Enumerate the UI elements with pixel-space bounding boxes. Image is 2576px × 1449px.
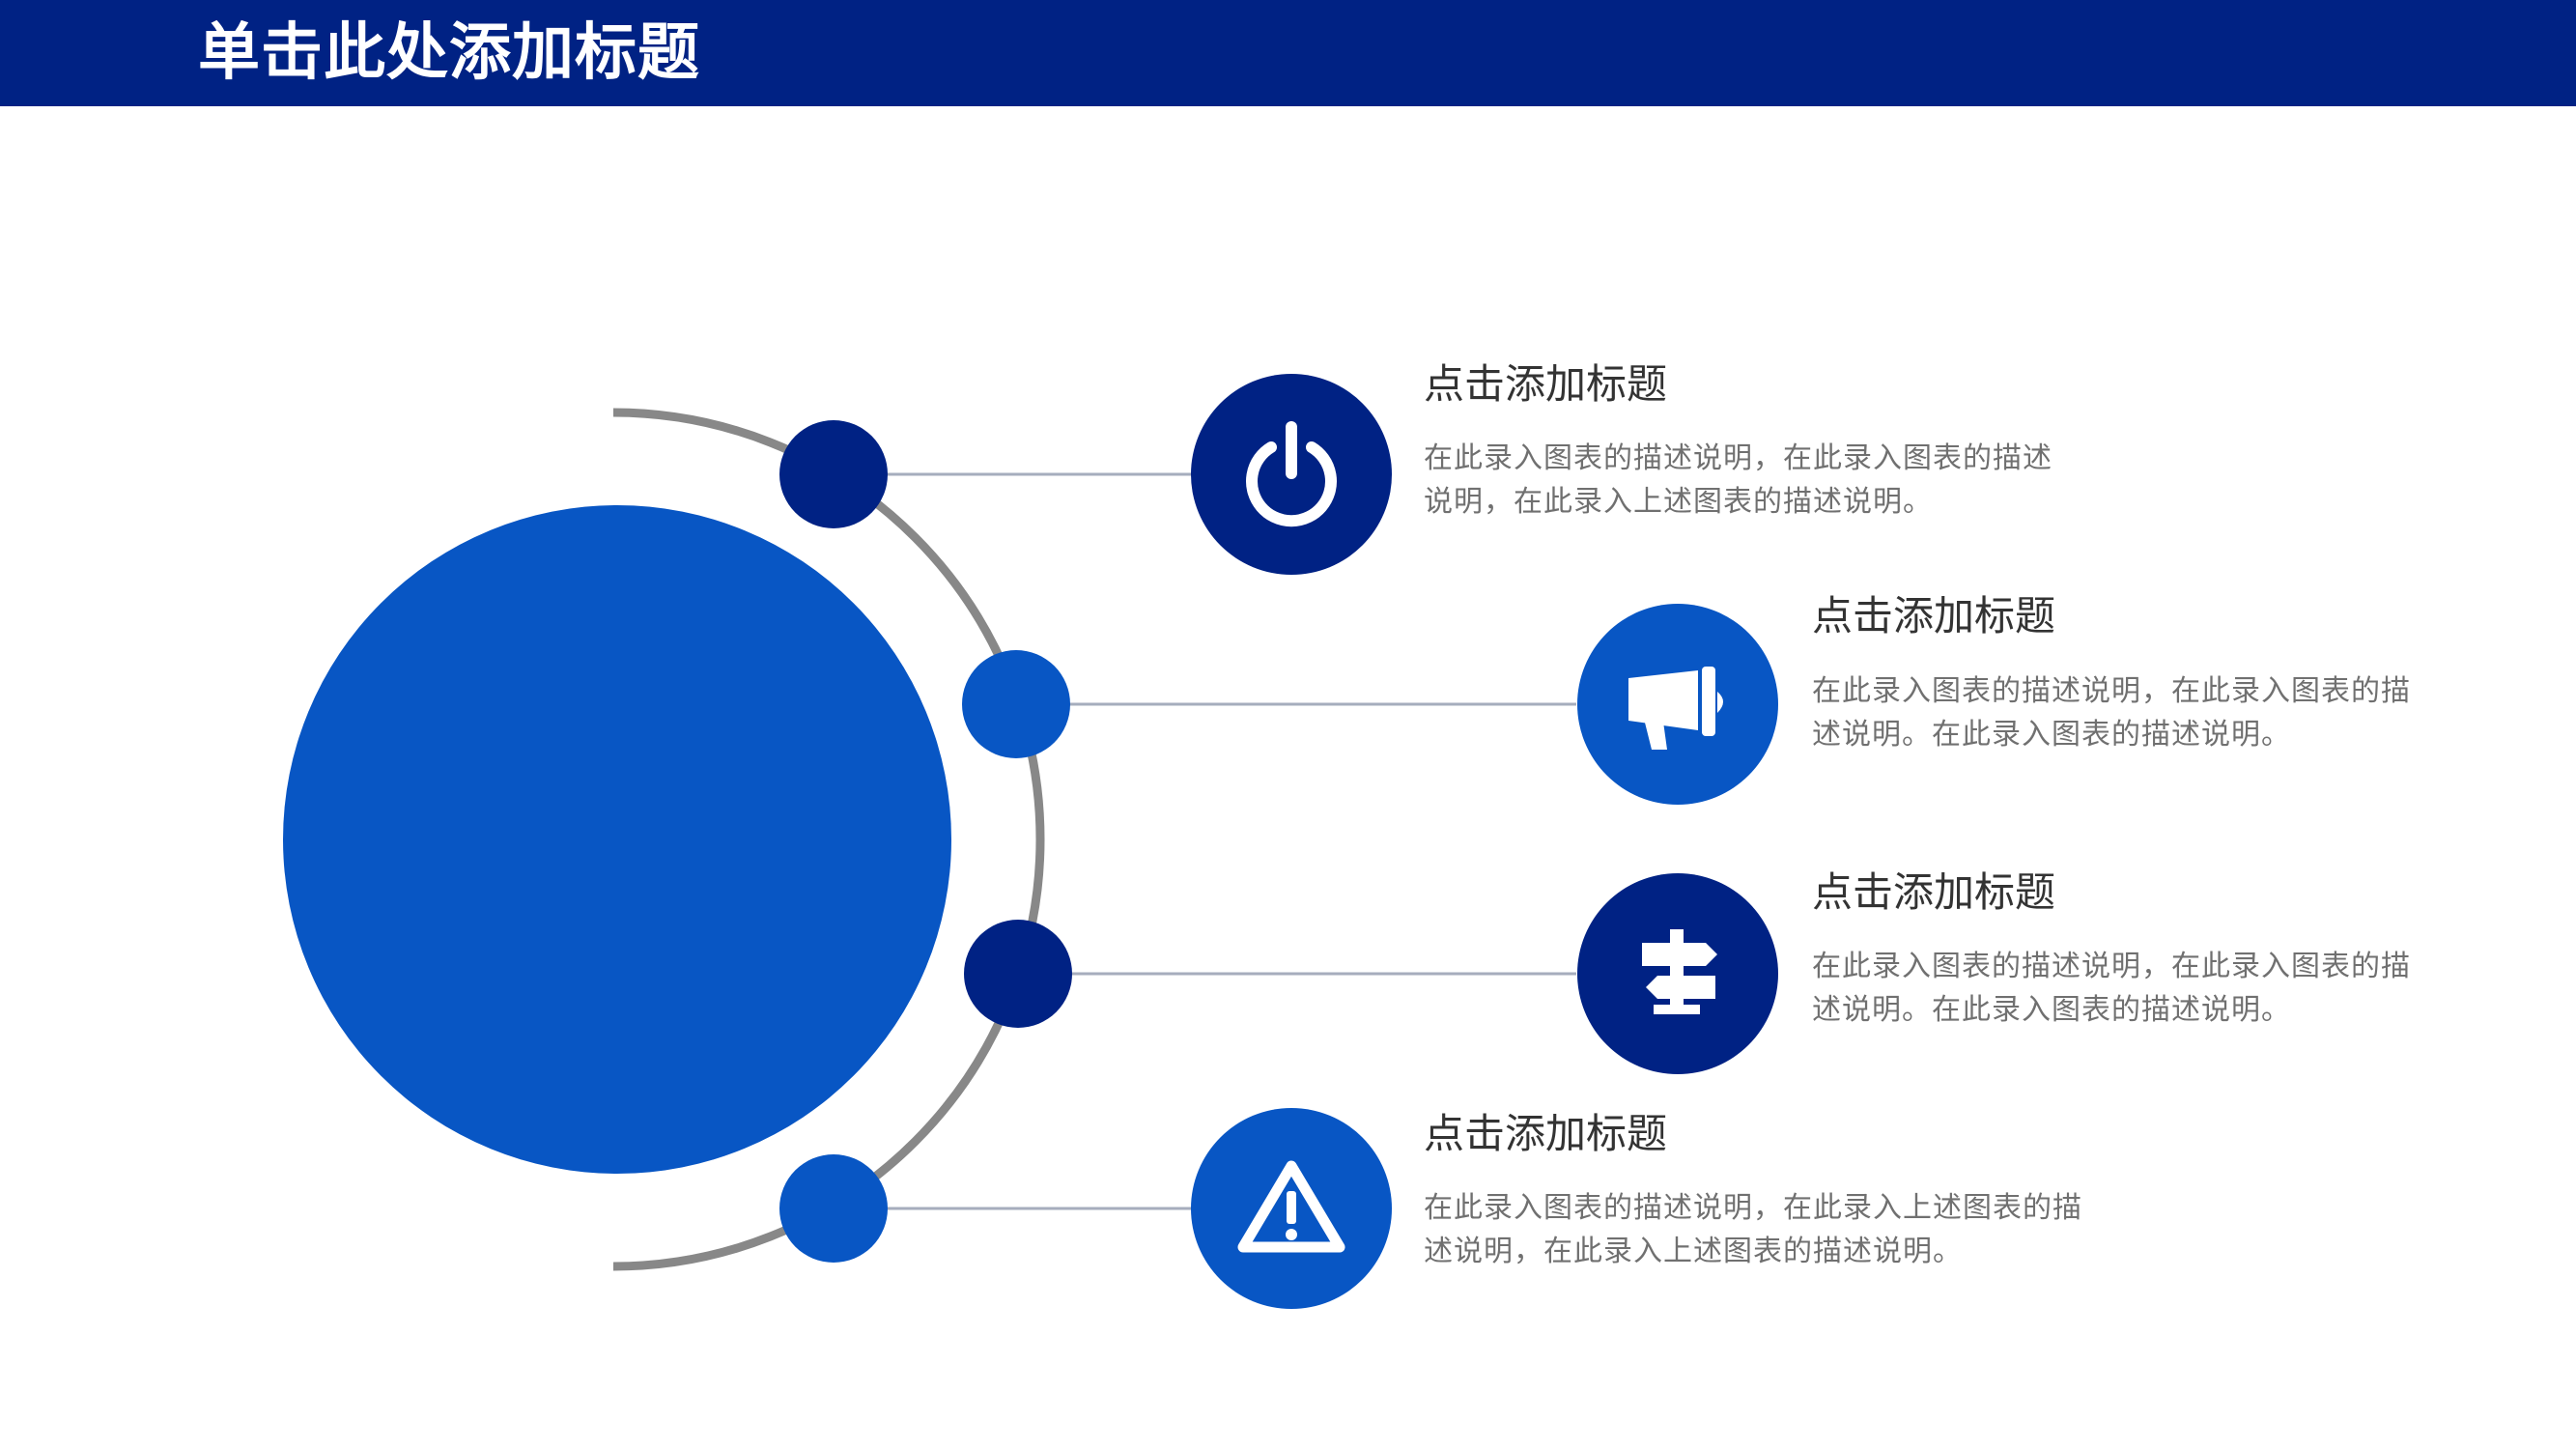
item-2-description[interactable]: 在此录入图表的描述说明，在此录入图表的描 述说明。在此录入图表的描述说明。 (1812, 669, 2527, 756)
arc-node-2 (962, 650, 1070, 758)
item-4-desc-line-1: 在此录入图表的描述说明，在此录入上述图表的描 (1424, 1191, 2082, 1225)
signpost-icon (1642, 929, 1717, 1014)
item-2-title[interactable]: 点击添加标题 (1812, 592, 2056, 639)
warning-icon (1237, 1160, 1345, 1253)
item-3-desc-line-1: 在此录入图表的描述说明，在此录入图表的描 (1812, 950, 2411, 983)
main-circle (283, 505, 951, 1174)
item-2-desc-line-1: 在此录入图表的描述说明，在此录入图表的描 (1812, 674, 2411, 708)
item-1-description[interactable]: 在此录入图表的描述说明，在此录入图表的描述 说明，在此录入上述图表的描述说明。 (1424, 437, 2138, 524)
item-2-desc-line-2: 述说明。在此录入图表的描述说明。 (1812, 718, 2291, 752)
arc-node-4 (779, 1154, 888, 1263)
item-4-title[interactable]: 点击添加标题 (1424, 1110, 1668, 1157)
item-3-desc-line-2: 述说明。在此录入图表的描述说明。 (1812, 993, 2291, 1027)
item-3-title[interactable]: 点击添加标题 (1812, 868, 2056, 916)
arc-node-1 (779, 420, 888, 528)
item-3-description[interactable]: 在此录入图表的描述说明，在此录入图表的描 述说明。在此录入图表的描述说明。 (1812, 945, 2527, 1032)
item-1-title[interactable]: 点击添加标题 (1424, 360, 1668, 408)
arc-node-3 (964, 920, 1072, 1028)
page-title[interactable]: 单击此处添加标题 (198, 17, 700, 89)
power-icon (1246, 421, 1337, 527)
item-4-description[interactable]: 在此录入图表的描述说明，在此录入上述图表的描 述说明，在此录入上述图表的描述说明… (1424, 1186, 2177, 1273)
megaphone-icon (1628, 667, 1723, 750)
item-1-desc-line-2: 说明，在此录入上述图表的描述说明。 (1424, 485, 1933, 519)
header-bar: 单击此处添加标题 (0, 0, 2576, 106)
item-1-desc-line-1: 在此录入图表的描述说明，在此录入图表的描述 (1424, 441, 2052, 475)
item-4-desc-line-2: 述说明，在此录入上述图表的描述说明。 (1424, 1235, 1963, 1268)
